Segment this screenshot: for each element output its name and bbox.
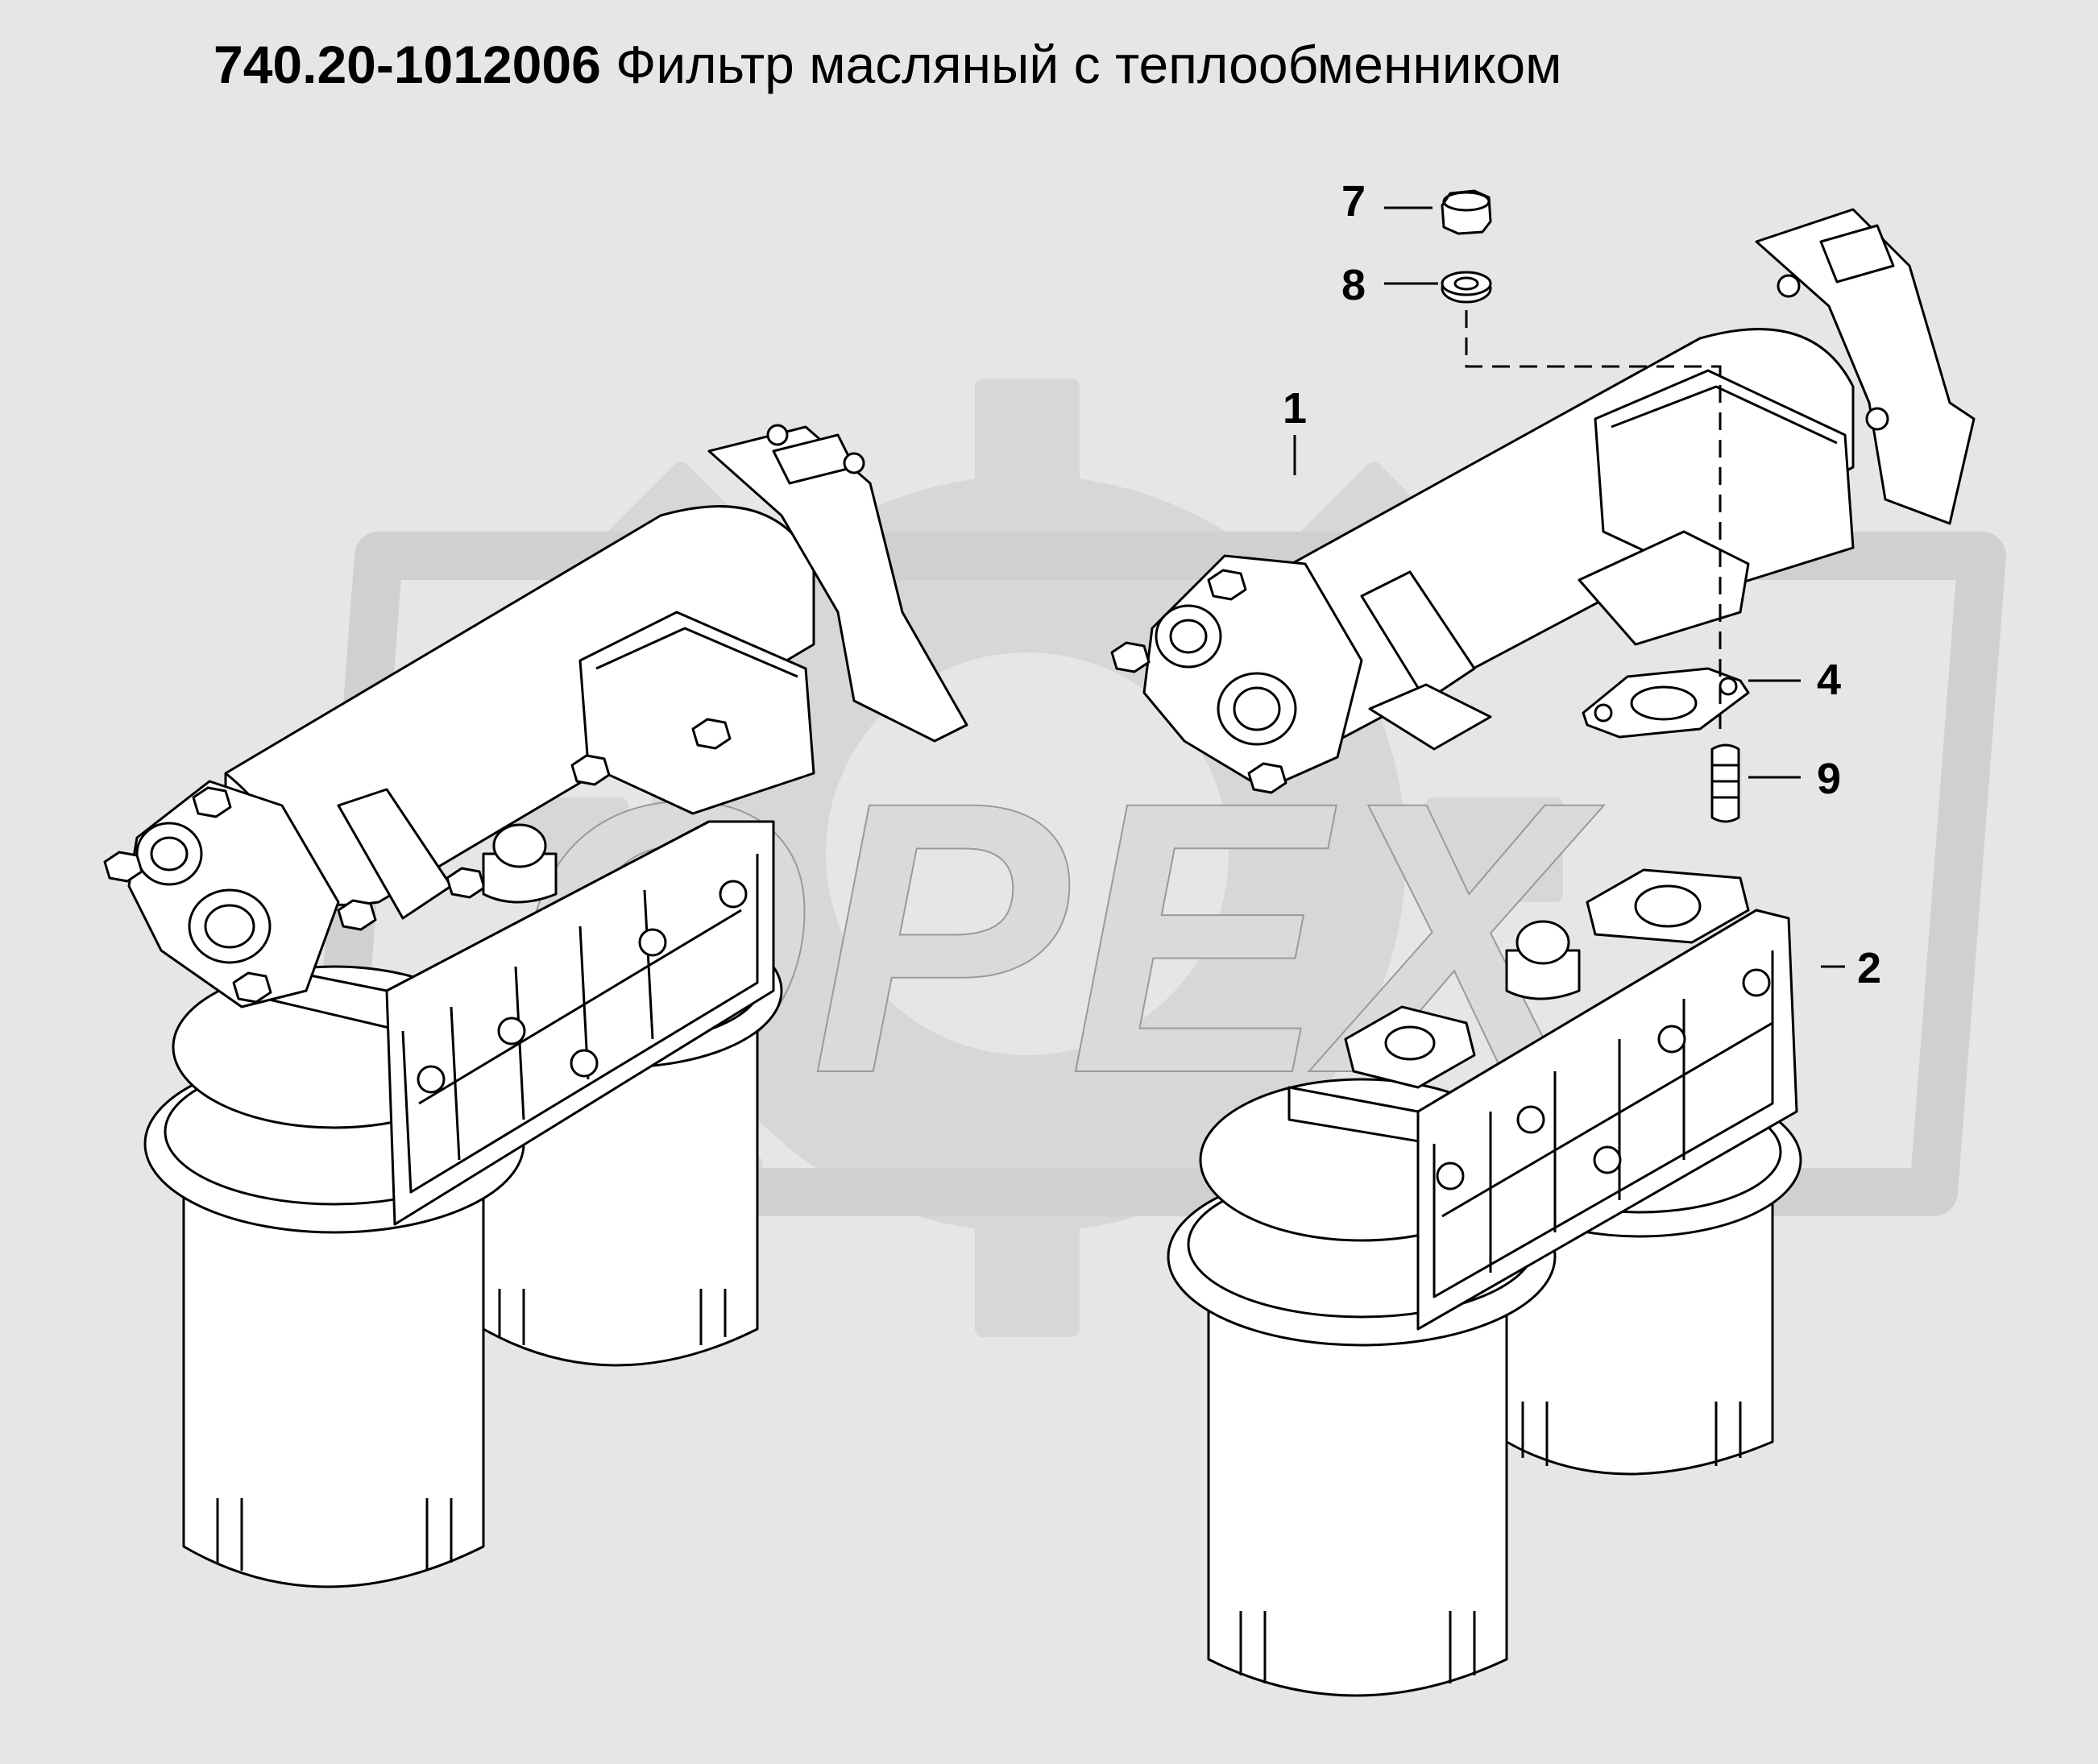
page-title: 740.20-1012006 Фильтр масляный с теплооб… [214,34,1561,95]
callout-9: 9 [1817,755,1841,803]
washer-part-8 [1441,271,1492,304]
callout-4: 4 [1817,656,1841,704]
part-name: Фильтр масляный с теплообменником [616,35,1562,94]
assembly-right [1110,189,1976,1697]
callout-2: 2 [1857,944,1881,992]
callout-1: 1 [1283,384,1307,433]
assembly-left [103,424,968,1588]
heat-exchanger-right [1110,208,1976,794]
heat-exchanger-left [103,424,968,1008]
filter-housing-right [1287,868,1798,1331]
nut-part-7 [1441,189,1492,235]
part-number: 740.20-1012006 [214,35,601,94]
stud-part-9 [1710,743,1740,823]
filter-housing-left [264,820,775,1226]
gasket-part-4 [1582,667,1750,739]
callout-8: 8 [1341,261,1366,309]
callouts: 7 8 1 4 9 2 [1283,177,1881,992]
dashed-leader-stud-path [1465,310,1722,729]
callout-7: 7 [1341,177,1366,226]
